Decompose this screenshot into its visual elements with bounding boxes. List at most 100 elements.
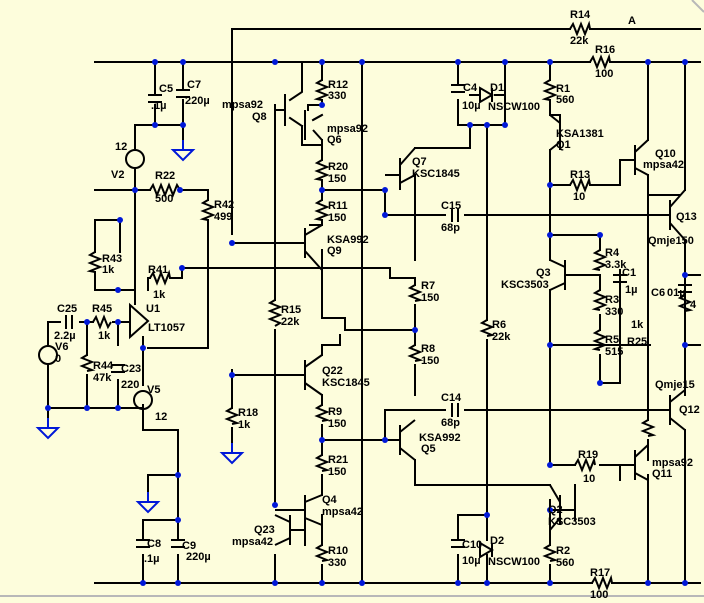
label-q2-type: KSC3503 [548, 516, 596, 528]
capacitor-c10 [451, 539, 465, 548]
label-r8-value: 150 [421, 355, 439, 367]
resistor-r21 [314, 454, 331, 472]
resistor-r-right [677, 294, 694, 312]
label-r21: R21 [328, 454, 348, 466]
resistor-r8 [407, 344, 424, 362]
label-c4-value: 10µ [462, 100, 481, 112]
resistor-r14 [569, 20, 591, 37]
transistor-q1 [549, 114, 561, 151]
label-node-a: A [628, 15, 636, 27]
led-d1 [479, 86, 494, 104]
label-r2: R2 [556, 545, 570, 557]
resistor-r25 [640, 419, 657, 437]
opamp-u1 [129, 302, 150, 340]
label-v6: V6 [55, 341, 68, 353]
label-r15-value: 22k [281, 316, 300, 328]
label-r13-value: 10 [573, 191, 585, 203]
transistor-q9 [304, 224, 323, 271]
label-v2: V2 [111, 169, 124, 181]
transistor-q3 [549, 259, 600, 291]
capacitor-c23 [111, 364, 125, 373]
label-q10: Q10 [655, 148, 676, 160]
capacitor-c15 [451, 208, 459, 222]
label-r3: R3 [605, 294, 619, 306]
label-r6: R6 [492, 319, 506, 331]
source-v6 [38, 345, 58, 365]
label-c14-value: 68p [441, 417, 460, 429]
resistor-r16 [589, 53, 611, 70]
label-r20: R20 [328, 161, 348, 173]
label-r17-value: 100 [590, 589, 608, 601]
label-r-right: 4 [690, 299, 697, 311]
label-c9-value: 220µ [186, 551, 211, 563]
resistor-r20 [313, 159, 330, 181]
label-r18-value: 1k [238, 419, 251, 431]
transistor-q7 [385, 147, 416, 190]
label-d1-value: NSCW100 [488, 101, 540, 113]
labels: R14 22k A R16 100 R12 330 R1 560 C5 .1µ … [54, 9, 700, 601]
label-r19-value: 10 [583, 473, 595, 485]
transistor-q5 [385, 419, 416, 461]
label-r12-value: 330 [328, 90, 346, 102]
label-r17: R17 [590, 567, 610, 579]
label-r44-value: 47k [93, 372, 112, 384]
label-v5-value: 12 [155, 411, 167, 423]
label-d1: D1 [490, 82, 504, 94]
junction-dots [45, 59, 688, 586]
resistor-r3 [591, 289, 608, 311]
label-q11: Q11 [652, 468, 672, 480]
resistor-r22 [149, 182, 181, 198]
resistor-r19 [574, 456, 596, 473]
label-q1: Q1 [556, 139, 571, 151]
label-c25: C25 [57, 303, 77, 315]
label-q12-type: Qmje15 [655, 379, 695, 391]
label-r2-value: 560 [556, 557, 574, 569]
resistor-r1 [541, 79, 558, 101]
label-c5: C5 [159, 83, 173, 95]
label-q6-type: mpsa92 [327, 123, 368, 135]
label-r8: R8 [421, 343, 435, 355]
label-c15: C15 [441, 200, 461, 212]
resistor-r4 [591, 249, 608, 271]
resistor-r15 [267, 299, 283, 327]
transistor-q4 [275, 494, 323, 526]
resistor-r41 [149, 269, 171, 286]
source-v2 [125, 149, 145, 169]
label-c9: C9 [182, 540, 196, 552]
capacitor-c14 [451, 403, 459, 417]
label-q7-type: KSC1845 [412, 168, 460, 180]
label-r21-value: 150 [328, 466, 346, 478]
label-r14: R14 [570, 9, 591, 21]
label-r41: R41 [148, 264, 168, 276]
label-r41-value: 1k [153, 289, 166, 301]
capacitor-c5 [148, 94, 162, 103]
label-r9-value: 150 [328, 418, 346, 430]
capacitor-c6 [678, 284, 692, 293]
resistor-r9 [314, 404, 331, 422]
label-q13: Q13 [676, 211, 697, 223]
label-q23-type: mpsa42 [232, 536, 273, 548]
label-r45-value: 1k [98, 330, 111, 342]
transistor-q22 [304, 354, 323, 396]
label-q12: Q12 [679, 404, 700, 416]
label-q9: Q9 [327, 245, 342, 257]
label-r7: R7 [421, 280, 435, 292]
label-r11-value: 150 [328, 212, 346, 224]
transistor-q12 [669, 389, 686, 431]
capacitor-c1 [613, 274, 627, 283]
label-q4-type: mpsa42 [322, 506, 363, 518]
label-q6: Q6 [327, 134, 342, 146]
transistor-q11 [634, 444, 649, 481]
label-r10: R10 [328, 545, 348, 557]
label-q4: Q4 [322, 494, 338, 506]
resistor-r18 [224, 407, 241, 425]
label-q7: Q7 [412, 156, 427, 168]
label-r12: R12 [328, 79, 348, 91]
resistor-r45 [92, 314, 112, 330]
label-q13-type: Qmje150 [648, 235, 694, 247]
label-r4: R4 [605, 247, 620, 259]
label-r9: R9 [328, 406, 342, 418]
label-r18: R18 [238, 407, 258, 419]
resistor-r7 [407, 284, 424, 302]
